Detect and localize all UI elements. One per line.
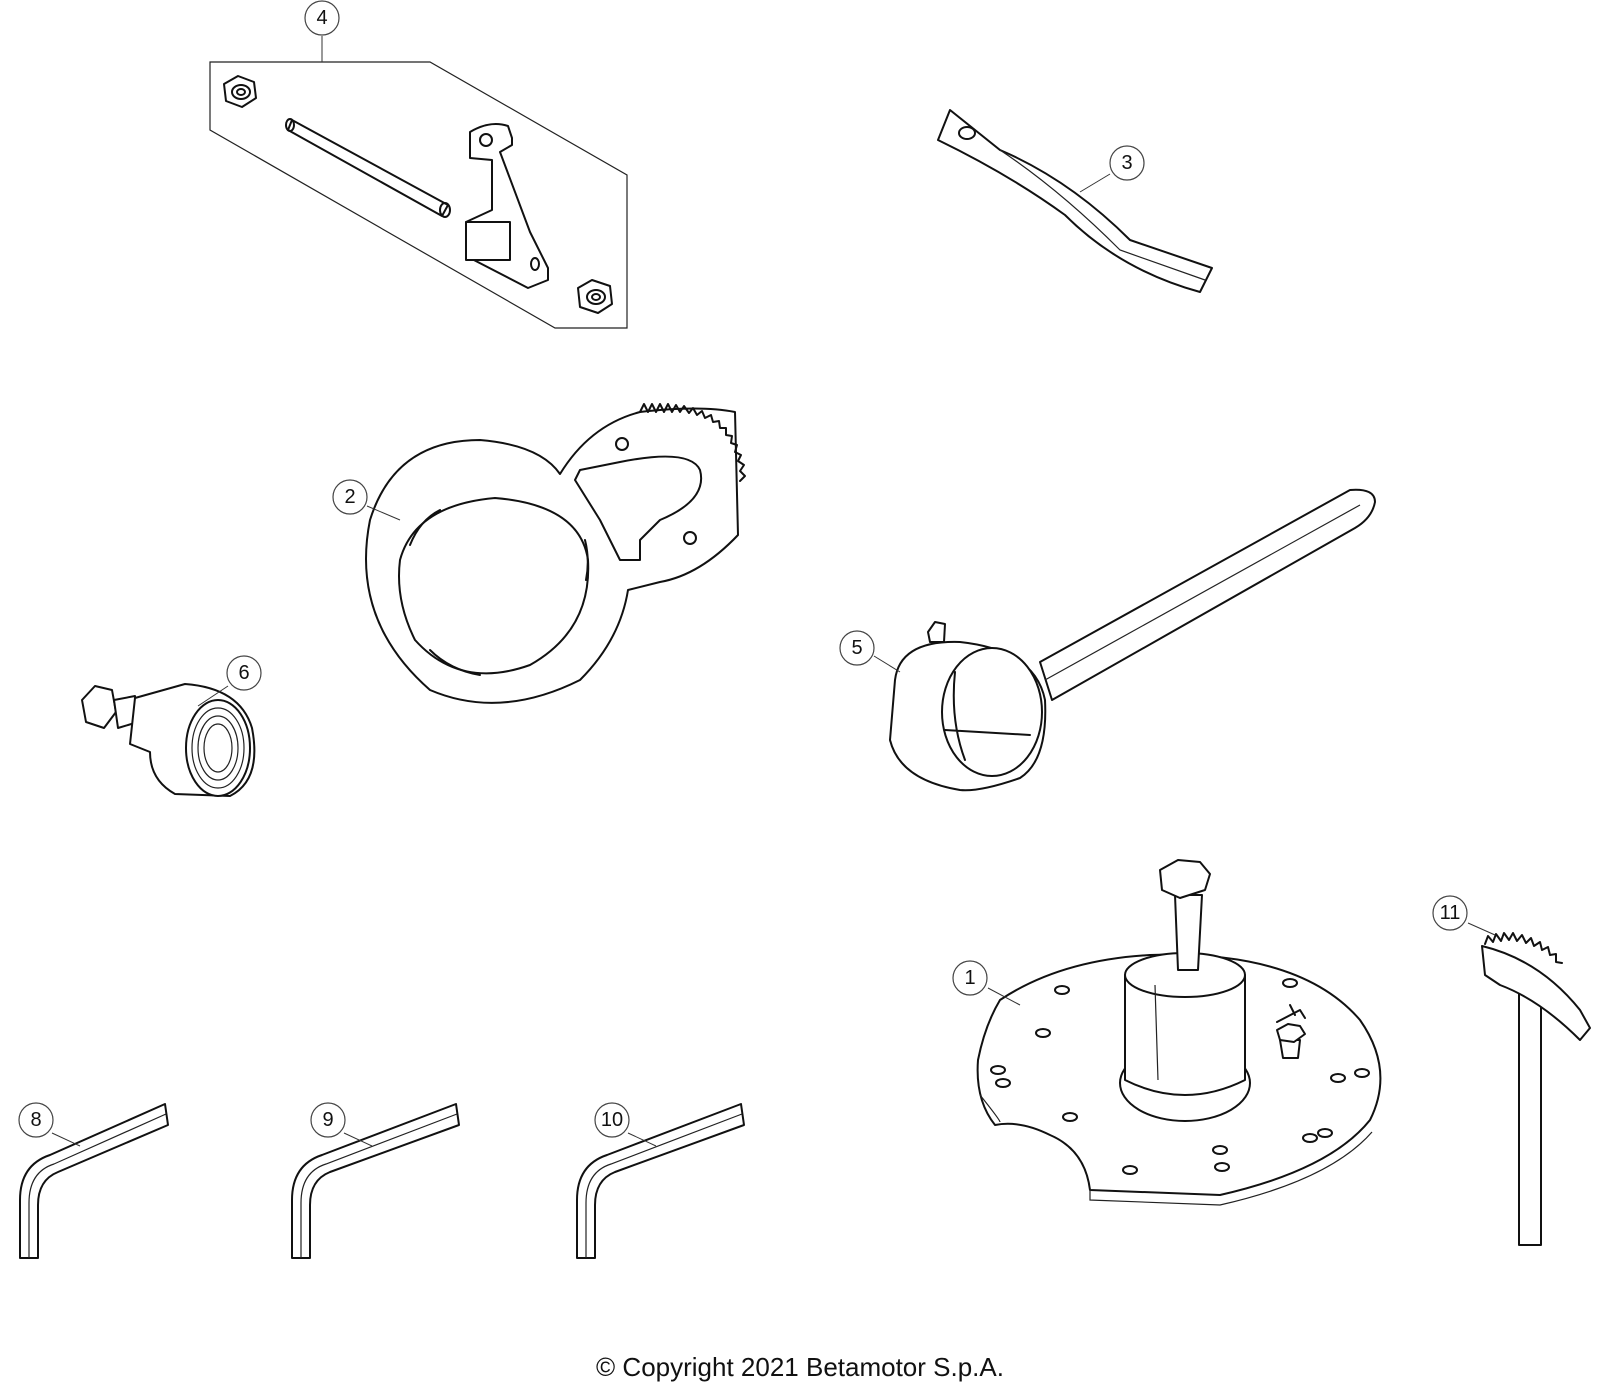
part-8-hex-key <box>19 1103 169 1259</box>
part-1-puller-plate <box>976 859 1382 1206</box>
part-2-ring-wrench <box>365 403 746 704</box>
part-11-toothed-tool <box>1481 932 1591 1246</box>
callout-10-label: 10 <box>601 1109 623 1131</box>
part-6-puller <box>81 683 256 797</box>
part-3-strap <box>937 109 1213 293</box>
callout-9-label: 9 <box>322 1109 333 1131</box>
flange-nut-top <box>223 75 257 108</box>
callout-5: 5 <box>839 630 875 666</box>
callout-9: 9 <box>310 1102 346 1138</box>
plate-holes <box>990 978 1370 1175</box>
threaded-rod <box>285 118 451 218</box>
kit-outline <box>209 61 628 329</box>
callout-8-label: 8 <box>30 1109 41 1131</box>
part-9-hex-key <box>291 1103 460 1259</box>
callout-4: 4 <box>304 0 340 36</box>
part-10-hex-key <box>576 1103 745 1259</box>
callout-11-label: 11 <box>1440 902 1461 924</box>
part-5-cup-wrench <box>889 488 1376 792</box>
flange-nut-bottom <box>577 279 613 314</box>
callout-1-label: 1 <box>964 967 975 989</box>
callout-1: 1 <box>952 960 988 996</box>
callout-3: 3 <box>1109 145 1145 181</box>
leader-lines <box>51 36 1496 1147</box>
callout-11: 11 <box>1432 895 1468 931</box>
locking-bracket <box>465 123 549 289</box>
part-4-kit <box>209 61 628 329</box>
callout-2: 2 <box>332 479 368 515</box>
callout-10: 10 <box>594 1102 630 1138</box>
callout-5-label: 5 <box>851 637 862 659</box>
callout-6-label: 6 <box>238 662 249 684</box>
copyright-notice: © Copyright 2021 Betamotor S.p.A. <box>596 1352 1004 1382</box>
callout-8: 8 <box>18 1102 54 1138</box>
callout-6: 6 <box>226 655 262 691</box>
callout-4-label: 4 <box>316 7 327 29</box>
callout-3-label: 3 <box>1121 152 1132 174</box>
callout-2-label: 2 <box>344 486 355 508</box>
